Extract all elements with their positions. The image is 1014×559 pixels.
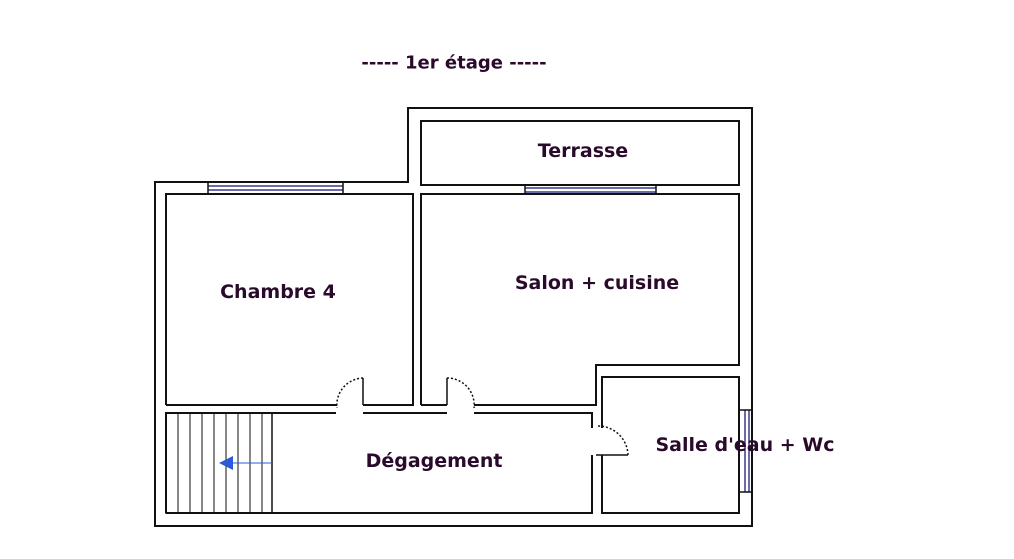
label-chambre: Chambre 4 [220, 281, 336, 303]
window-chambre [207, 181, 344, 194]
windows [207, 181, 752, 493]
label-degagement: Dégagement [365, 450, 503, 472]
door-salon [446, 377, 475, 409]
window-salon [524, 185, 657, 194]
salon-room [420, 193, 740, 406]
stair-arrow-icon [219, 456, 233, 470]
floor-title: ----- 1er étage ----- [361, 52, 547, 74]
salle-eau-room [601, 376, 740, 514]
chambre-room [165, 193, 414, 406]
label-salon: Salon + cuisine [514, 272, 680, 294]
interior-walls [165, 120, 740, 514]
label-terrasse: Terrasse [537, 140, 629, 162]
doors [336, 377, 629, 456]
label-salle-eau: Salle d'eau + Wc [655, 434, 835, 456]
door-chambre [336, 377, 364, 409]
staircase [165, 412, 273, 514]
outer-wall [154, 107, 753, 527]
door-salle-eau [596, 425, 629, 456]
terrasse-room [420, 120, 740, 186]
window-salle-eau [739, 409, 752, 493]
